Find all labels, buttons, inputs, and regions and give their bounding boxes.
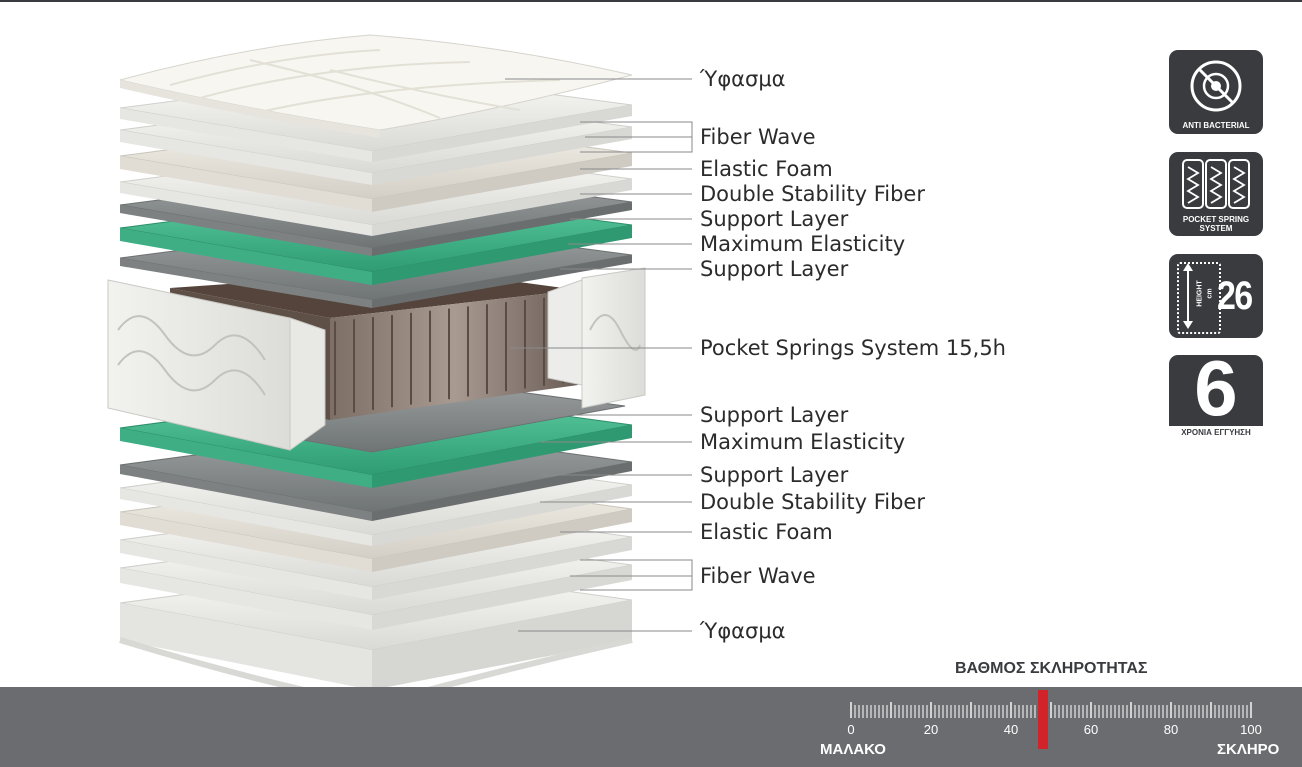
anti-bacterial-caption: ANTI BACTERIAL	[1182, 121, 1250, 130]
warranty-years: 6	[1194, 344, 1238, 432]
firmness-title: ΒΑΘΜΟΣ ΣΚΛΗΡΟΤΗΤΑΣ	[955, 660, 1148, 677]
warranty-caption: ΧΡΟΝΙΑ ΕΓΓΥΗΣΗ	[1181, 428, 1251, 437]
layer-label: Support Layer	[700, 463, 849, 487]
layer-label: Maximum Elasticity	[700, 232, 906, 256]
layer-label: Elastic Foam	[700, 520, 833, 544]
layer-label: Pocket Springs System 15,5h	[700, 336, 1006, 360]
firmness-hard-label: ΣΚΛΗΡΟ	[1217, 741, 1280, 758]
layer-label: Ύφασμα	[700, 619, 786, 643]
layer-label: Double Stability Fiber	[700, 490, 925, 514]
height-value: 26	[1217, 274, 1253, 318]
side-foam-panel-right	[547, 267, 646, 409]
anti-bacterial-icon	[1190, 60, 1242, 112]
height-arrow-icon	[1183, 263, 1193, 329]
pocket-spring-icon	[1182, 159, 1250, 209]
pocket-spring-badge: POCKET SPRING SYSTEM	[1169, 152, 1263, 236]
footer-band	[0, 687, 1302, 767]
layer-label: Ύφασμα	[700, 67, 786, 91]
layer-label: Fiber Wave	[700, 125, 816, 149]
layer-label: Support Layer	[700, 257, 849, 281]
warranty-badge: 6 ΧΡΟΝΙΑ ΕΓΓΥΗΣΗ	[1169, 349, 1263, 439]
pocket-spring-caption-line1: POCKET SPRING	[1182, 215, 1250, 224]
layer-label: Double Stability Fiber	[700, 182, 925, 206]
leader-bracket	[580, 559, 693, 591]
height-badge: HEIGHT cm 26	[1169, 254, 1263, 338]
top-rule	[0, 0, 1302, 2]
layer-label: Elastic Foam	[700, 157, 833, 181]
side-foam-panel-left	[107, 279, 326, 451]
layer-label: Fiber Wave	[700, 564, 816, 588]
layer-label: Maximum Elasticity	[700, 430, 906, 454]
height-word: HEIGHT	[1196, 280, 1204, 307]
layer-label: Support Layer	[700, 207, 849, 231]
height-frame	[1177, 262, 1221, 334]
layer-label: Support Layer	[700, 403, 849, 427]
firmness-soft-label: ΜΑΛΑΚΟ	[820, 741, 886, 758]
top-fabric-layer	[119, 34, 633, 138]
leader-bracket	[580, 121, 693, 153]
anti-bacterial-badge: ANTI BACTERIAL	[1169, 50, 1263, 134]
height-unit: cm	[1206, 288, 1214, 299]
pocket-spring-caption-line2: SYSTEM	[1199, 224, 1233, 233]
